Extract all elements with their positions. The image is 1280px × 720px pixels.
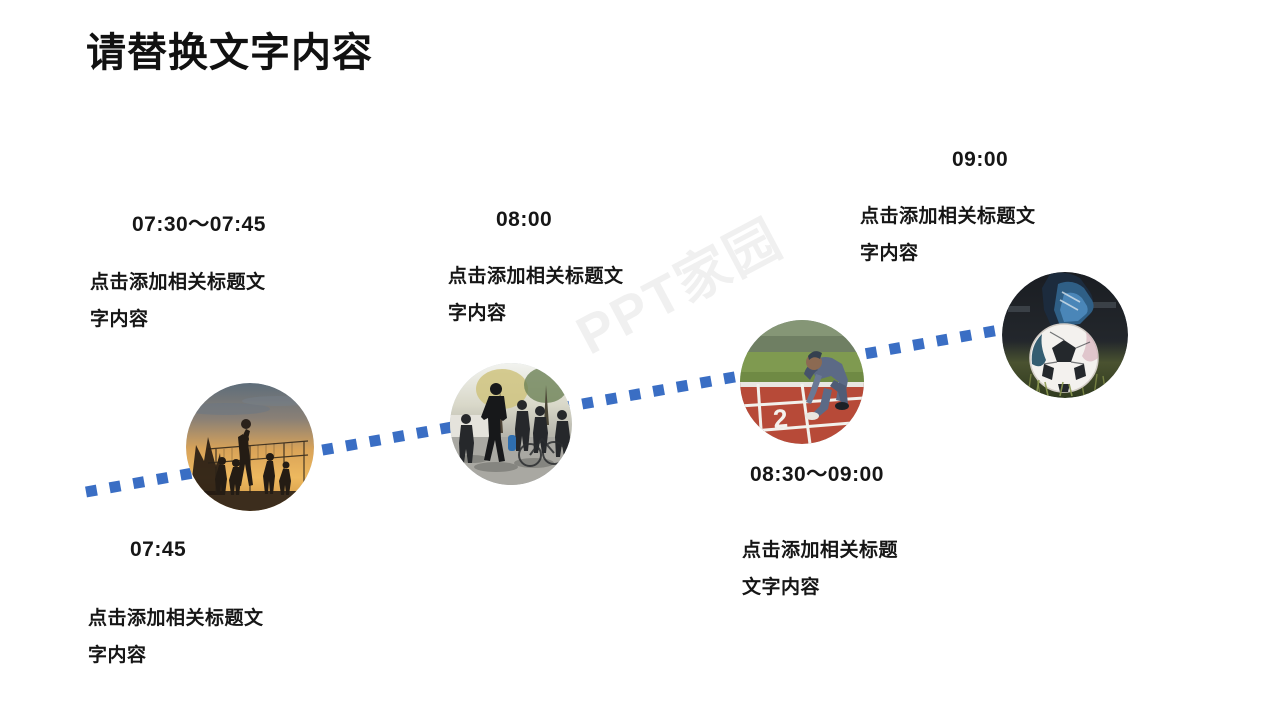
- caption-text-5-line2: 字内容: [860, 243, 919, 265]
- caption-step-3: 08:00 点击添加相关标题文 字内容: [448, 208, 698, 332]
- caption-step-5: 09:00 点击添加相关标题文 字内容: [860, 148, 1110, 272]
- caption-text-2: 点击添加相关标题文 字内容: [88, 600, 348, 674]
- photo-frame: 2: [740, 320, 864, 444]
- caption-text-1: 点击添加相关标题文 字内容: [90, 264, 350, 338]
- caption-time-1: 07:30～07:45: [132, 213, 266, 236]
- photo-frame: [1002, 272, 1128, 398]
- svg-text:2: 2: [772, 403, 789, 434]
- caption-text-5: 点击添加相关标题文 字内容: [860, 198, 1110, 272]
- caption-text-1-line2: 字内容: [90, 309, 149, 331]
- caption-step-2: 07:45 点击添加相关标题文 字内容: [88, 538, 348, 674]
- caption-text-2-line2: 字内容: [88, 645, 147, 667]
- photo-circle-track-sprinter[interactable]: 2: [740, 320, 864, 444]
- caption-text-5-line1: 点击添加相关标题文: [860, 206, 1036, 227]
- caption-text-2-line1: 点击添加相关标题文: [88, 608, 264, 629]
- photo-circle-soccer-ball[interactable]: [1002, 272, 1128, 398]
- page-title: 请替换文字内容: [86, 31, 373, 75]
- caption-time-2: 07:45: [130, 538, 187, 561]
- caption-text-3-line1: 点击添加相关标题文: [448, 266, 624, 287]
- photo-circle-volleyball[interactable]: [186, 383, 314, 511]
- caption-text-4-line1: 点击添加相关标题: [742, 540, 899, 561]
- photo-frame: [450, 363, 572, 485]
- caption-step-4: 08:30～09:00 点击添加相关标题 文字内容: [742, 458, 1002, 606]
- caption-text-4: 点击添加相关标题 文字内容: [742, 532, 1002, 606]
- photo-circle-runners[interactable]: [450, 363, 572, 485]
- caption-step-1: 07:30～07:45 点击添加相关标题文 字内容: [90, 208, 350, 338]
- caption-time-4: 08:30～09:00: [750, 463, 884, 486]
- caption-time-3: 08:00: [496, 208, 553, 231]
- caption-time-5: 09:00: [952, 148, 1009, 171]
- caption-text-3-line2: 字内容: [448, 303, 507, 325]
- caption-text-1-line1: 点击添加相关标题文: [90, 272, 266, 293]
- caption-text-3: 点击添加相关标题文 字内容: [448, 258, 698, 332]
- photo-frame: [186, 383, 314, 511]
- caption-text-4-line2: 文字内容: [742, 577, 821, 599]
